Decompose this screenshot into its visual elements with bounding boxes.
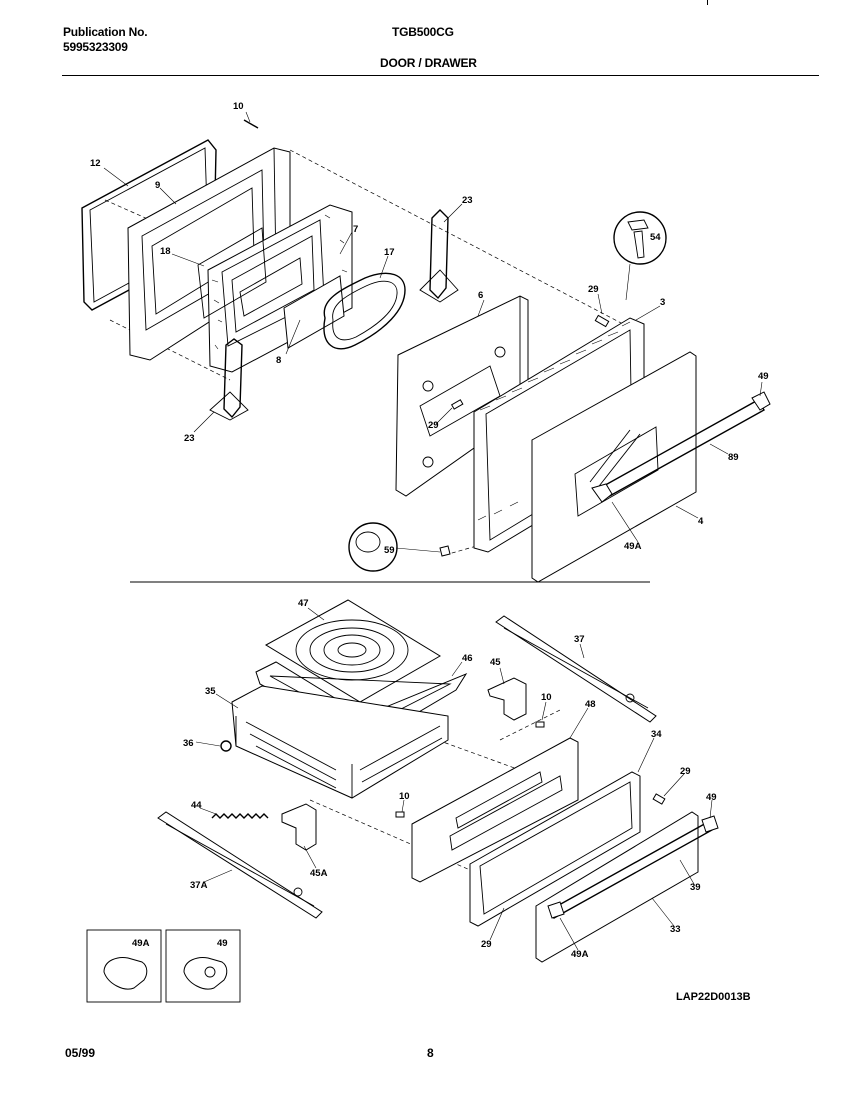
screw-part-10-drawer-b [395,811,405,818]
callout-7: 7 [353,224,358,235]
drawer-callout-labels: 47 46 35 36 37 45 10 48 34 29 49 44 10 4… [183,598,717,960]
drawer-rail-part-37A [157,811,323,919]
bracket-part-45A [281,803,317,851]
callout-29-drawer-lower: 29 [481,939,492,950]
callout-45: 45 [490,657,501,668]
callout-48: 48 [585,699,596,710]
callout-29-drawer-right: 29 [680,766,691,777]
grommet-part-36 [220,740,232,752]
callout-10: 10 [233,101,244,112]
callout-49A-drawer: 49A [571,949,589,960]
callout-10-drawer-lower: 10 [399,791,410,802]
broiler-pan-part-47 [265,599,441,703]
callout-12: 12 [90,158,101,169]
window-frame-part-18 [197,227,267,319]
header-rule [62,75,819,76]
hinge-part-23-lower [209,338,249,421]
publication-number: 5995323309 [63,40,128,54]
callout-6: 6 [478,290,483,301]
callout-89: 89 [728,452,739,463]
callout-23-lower: 23 [184,433,195,444]
hinge-part-23-upper [419,209,459,303]
door-outer-glass-part-4 [531,351,697,583]
callout-23-upper: 23 [462,195,473,206]
bracket-part-45 [487,677,527,721]
screw-part-10-top [243,119,259,129]
callout-49-door: 49 [758,371,769,382]
drawer-rail-part-37 [495,615,657,723]
callout-37A: 37A [190,880,208,891]
callout-47: 47 [298,598,309,609]
callout-29-upper: 29 [588,284,599,295]
callout-49-drawer: 49 [706,792,717,803]
screw-detail-part-54 [613,211,667,301]
window-gasket-part-17 [323,272,406,350]
inset-box-49A [86,929,162,1003]
callout-49-inset: 49 [217,938,228,949]
callout-59: 59 [384,545,395,556]
drawer-assembly [157,599,719,963]
callout-49A-inset: 49A [132,938,150,949]
screw-part-10-drawer-a [535,721,545,728]
page-number: 8 [427,1046,434,1060]
section-title: DOOR / DRAWER [380,56,477,70]
callout-35: 35 [205,686,216,697]
screw-part-29-left [450,399,464,410]
footer-date: 05/99 [65,1046,96,1060]
handle-end-cap-insets [86,929,241,1003]
screw-part-29-right [594,314,610,328]
callout-34: 34 [651,729,662,740]
callout-9: 9 [155,180,160,191]
callout-17: 17 [384,247,395,258]
callout-18: 18 [160,246,171,257]
callout-49A-door: 49A [624,541,642,552]
page-corner-tick [707,0,708,5]
callout-45A: 45A [310,868,328,879]
bumper-detail-part-59 [348,522,451,572]
drawing-code: LAP22D0013B [676,991,751,1003]
drawer-front-part-34 [469,771,641,927]
callout-10-drawer-upper: 10 [541,692,552,703]
model-number: TGB500CG [392,25,454,39]
publication-label: Publication No. [63,25,148,39]
callout-29-mid: 29 [428,420,439,431]
callout-3: 3 [660,297,665,308]
door-callout-labels: 10 12 9 18 7 17 8 23 23 6 29 29 3 54 49 … [90,101,769,556]
inset-box-49 [165,929,241,1003]
drawer-body-part-35 [231,685,449,799]
callout-leaders [103,111,763,951]
callout-46: 46 [462,653,473,664]
spring-part-44 [211,813,269,819]
callout-8: 8 [276,355,281,366]
door-handle-part-89 [591,391,771,503]
window-glass-part-8 [283,275,345,349]
callout-44: 44 [191,800,202,811]
door-assembly [81,119,771,583]
callout-37: 37 [574,634,585,645]
callout-54: 54 [650,232,661,243]
callout-4: 4 [698,516,704,527]
screw-part-29-drawer [652,793,666,805]
callout-33: 33 [670,924,681,935]
callout-39: 39 [690,882,701,893]
inset-callout-labels: 49A 49 [132,938,228,949]
callout-36: 36 [183,738,194,749]
